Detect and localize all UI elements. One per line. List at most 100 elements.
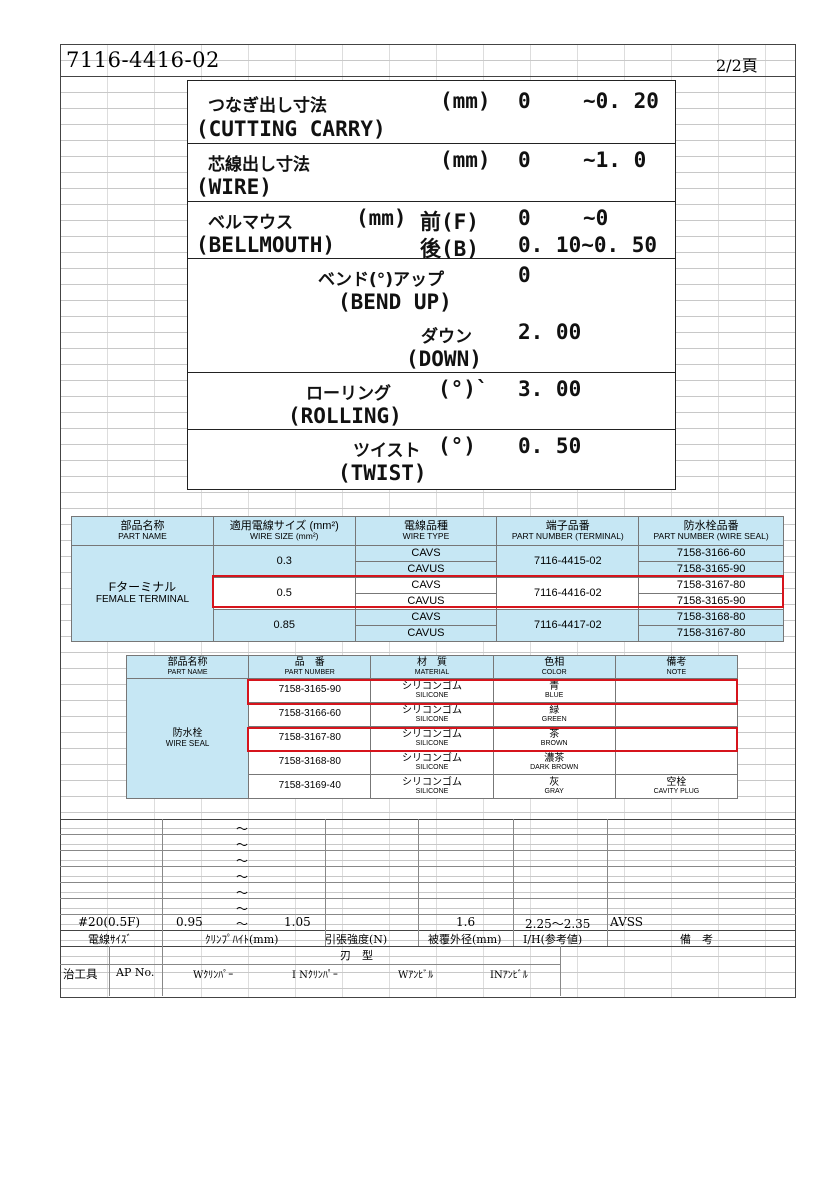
cutting-max: ~0. 20	[583, 89, 659, 113]
bell-front: 前(F)	[420, 210, 479, 234]
down-en: (DOWN)	[406, 347, 482, 371]
seal-pn-cell: 7158-3165-90	[248, 678, 372, 703]
tilde: 〜	[236, 838, 249, 852]
grid-line	[60, 930, 796, 931]
wire-jp: 芯線出し寸法	[208, 155, 310, 175]
grid-col	[109, 946, 110, 996]
wire-unit: (mm)	[440, 148, 491, 172]
label-crimp-height: ｸﾘﾝﾌﾟﾊｲﾄ(mm)	[205, 933, 279, 946]
wire-type-cell: CAVS	[354, 577, 498, 594]
footer-line	[720, 997, 796, 998]
label-note: 備 考	[680, 933, 713, 946]
note-cell	[614, 702, 739, 727]
bend-jp: ベンド(°)アップ	[318, 270, 445, 290]
grid-line	[60, 914, 796, 915]
grid-col	[162, 819, 163, 946]
grid-line	[60, 898, 796, 899]
note-cell	[614, 726, 739, 751]
tool-w-anvil-label: Wｱﾝﾋﾞﾙ	[398, 970, 434, 981]
title-divider	[60, 76, 796, 77]
wire-size-cell: 0.3	[212, 545, 356, 578]
tilde: 〜	[236, 917, 249, 931]
cutting-unit: (mm)	[440, 89, 491, 113]
table-row: CAVUS 7158-3167-80	[72, 625, 784, 642]
seal-pn-cell: 7158-3168-80	[248, 750, 372, 775]
outer-dia-value: 1.6	[456, 915, 476, 929]
wire-en: (WIRE)	[196, 175, 272, 199]
bell-front-max: ~0	[583, 206, 609, 230]
table-row: 0.85 CAVS 7116-4417-02 7158-3168-80	[72, 609, 784, 642]
wire-type-cell: CAVS	[354, 609, 498, 626]
page-number: 2/2頁	[716, 56, 758, 75]
wire-type-cell: CAVS	[354, 545, 498, 562]
grid-col	[560, 946, 561, 996]
tool-jig-label: 治工具	[63, 967, 98, 981]
wire-max: ~1. 0	[583, 148, 647, 172]
twist-en: (TWIST)	[338, 461, 427, 485]
twist-row: ツイスト (°) 0. 50 (TWIST)	[188, 430, 675, 488]
tilde: 〜	[236, 854, 249, 868]
seal-pn-cell: 7158-3165-90	[638, 593, 784, 610]
wire-type-cell: CAVUS	[354, 593, 498, 610]
bell-front-min: 0	[518, 206, 531, 230]
cutting-en: (CUTTING CARRY)	[196, 117, 386, 141]
note-value: AVSS	[610, 915, 643, 929]
wire-row: 芯線出し寸法 (mm) 0 ~1. 0 (WIRE)	[188, 144, 675, 202]
grid-col	[325, 819, 326, 946]
tool-in-anvil-label: INｱﾝﾋﾞﾙ	[490, 970, 528, 981]
seal-pn-cell: 7158-3166-60	[248, 702, 372, 727]
bell-unit: (mm)	[356, 206, 407, 230]
grid-line	[60, 882, 796, 883]
highlight-box	[247, 679, 738, 705]
tilde: 〜	[236, 822, 249, 836]
blade-label: 刃 型	[340, 949, 373, 962]
highlight-box	[212, 575, 784, 608]
bell-back: 後(B)	[420, 237, 479, 261]
rolling-row: ローリング (°)` 3. 00 (ROLLING)	[188, 373, 675, 430]
crimp-parameter-block: つなぎ出し寸法 (mm) 0 ~0. 20 (CUTTING CARRY) 芯線…	[187, 80, 676, 490]
wire-size-cell: 0.5	[212, 577, 356, 610]
grid-line	[60, 964, 560, 965]
bell-en: (BELLMOUTH)	[196, 233, 336, 257]
grid-col	[607, 819, 608, 946]
grid-line	[60, 946, 796, 947]
tilde: 〜	[236, 902, 249, 916]
grid-col	[513, 819, 514, 946]
wire-size-value: #20(0.5F)	[78, 915, 141, 929]
bell-jp: ベルマウス	[208, 213, 293, 233]
seal-pn-cell: 7158-3167-80	[638, 577, 784, 594]
bellmouth-row: ベルマウス (mm) 前(F) 0 ~0 (BELLMOUTH) 後(B) 0.…	[188, 202, 675, 261]
label-tensile: 引張強度(N)	[325, 933, 388, 946]
wire-type-cell: CAVUS	[354, 561, 498, 578]
tool-ap-label: AP No.	[116, 966, 155, 979]
note-cell	[614, 678, 739, 703]
down-jp: ダウン	[421, 327, 472, 347]
twist-jp: ツイスト	[353, 441, 421, 461]
cutting-jp: つなぎ出し寸法	[208, 96, 327, 116]
grid-line	[60, 834, 796, 835]
seal-pn-cell: 7158-3166-60	[638, 545, 784, 562]
label-outer-dia: 被覆外径(mm)	[428, 933, 502, 946]
seal-pn-cell: 7158-3169-40	[248, 774, 372, 799]
